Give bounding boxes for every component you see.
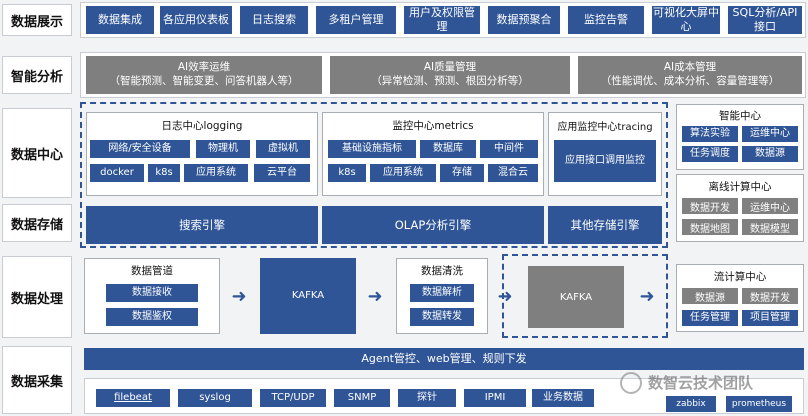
offline-item-ops[interactable]: 运维中心 [742, 198, 798, 214]
row-label-storage: 数据存储 [2, 204, 72, 242]
watermark-text: 数智云技术团队 [648, 374, 754, 392]
smart-center-title: 智能中心 [719, 110, 761, 122]
logging-item-docker[interactable]: docker [90, 164, 144, 182]
offline-item-dev[interactable]: 数据开发 [682, 198, 738, 214]
collect-item-syslog[interactable]: syslog [178, 389, 252, 407]
display-item-data-integration[interactable]: 数据集成 [86, 6, 154, 34]
pipeline-item-auth[interactable]: 数据鉴权 [106, 308, 198, 326]
logging-title: 日志中心logging [161, 120, 243, 132]
tracing-title: 应用监控中心tracing [557, 122, 653, 133]
logging-item-physical[interactable]: 物理机 [196, 140, 250, 158]
display-item-multi-tenant[interactable]: 多租户管理 [316, 6, 396, 34]
intel-box-desc: （性能调优、成本分析、容量管理等） [600, 75, 780, 87]
display-item-dashboards[interactable]: 各应用仪表板 [160, 6, 232, 34]
offline-item-map[interactable]: 数据地图 [682, 219, 738, 235]
metrics-item-middleware[interactable]: 中间件 [480, 140, 538, 158]
metrics-item-infra[interactable]: 基础设施指标 [328, 140, 416, 158]
logging-item-k8s[interactable]: k8s [148, 164, 180, 182]
metrics-title: 监控中心metrics [392, 120, 474, 132]
collect-item-probe[interactable]: 探针 [398, 389, 456, 407]
display-item-alerting[interactable]: 监控告警 [568, 6, 644, 34]
smart-item-schedule[interactable]: 任务调度 [682, 146, 738, 162]
center-storage-area [80, 102, 668, 248]
row-label-process: 数据处理 [2, 256, 72, 338]
display-item-pre-aggregation[interactable]: 数据预聚合 [488, 6, 560, 34]
collect-item-business[interactable]: 业务数据 [532, 389, 594, 407]
metrics-item-hybrid-cloud[interactable]: 混合云 [488, 164, 538, 182]
logging-item-vm[interactable]: 虚拟机 [256, 140, 310, 158]
intel-box-desc: （智能预测、智能变更、问答机器人等） [109, 75, 299, 87]
stream-item-task[interactable]: 任务管理 [682, 310, 738, 326]
clean-title: 数据清洗 [421, 265, 463, 277]
storage-search-engine[interactable]: 搜索引擎 [86, 206, 318, 244]
collect-agent-bar[interactable]: Agent管控、web管理、规则下发 [84, 348, 804, 370]
tracing-item-api-monitor[interactable]: 应用接口调用监控 [554, 140, 656, 182]
offline-item-model[interactable]: 数据模型 [742, 219, 798, 235]
intel-box-cost[interactable]: AI成本管理 （性能调优、成本分析、容量管理等） [578, 56, 802, 94]
smart-item-datasource[interactable]: 数据源 [742, 146, 798, 162]
row-label-intel: 智能分析 [2, 56, 72, 94]
storage-olap-engine[interactable]: OLAP分析引擎 [322, 206, 544, 244]
display-item-sql-api[interactable]: SQL分析/API接口 [728, 6, 802, 34]
display-item-log-search[interactable]: 日志搜索 [240, 6, 308, 34]
collect-item-snmp[interactable]: SNMP [334, 389, 390, 407]
intel-box-title: AI成本管理 [663, 61, 717, 74]
collect-item-tcpudp[interactable]: TCP/UDP [260, 389, 326, 407]
intel-box-desc: （异常检测、预测、根因分析等） [371, 75, 529, 87]
collect-item-zabbix[interactable]: zabbix [666, 396, 716, 412]
intel-box-title: AI质量管理 [423, 61, 477, 74]
arrow-right-icon: ➜ [497, 285, 513, 307]
metrics-item-k8s[interactable]: k8s [328, 164, 366, 182]
intel-box-title: AI效率运维 [177, 61, 231, 74]
row-label-collect: 数据采集 [2, 346, 72, 414]
intel-box-efficiency[interactable]: AI效率运维 （智能预测、智能变更、问答机器人等） [86, 56, 322, 94]
storage-other-engine[interactable]: 其他存储引擎 [548, 206, 662, 244]
clean-item-forward[interactable]: 数据转发 [410, 308, 474, 326]
intel-box-quality[interactable]: AI质量管理 （异常检测、预测、根因分析等） [330, 56, 570, 94]
logging-item-network[interactable]: 网络/安全设备 [90, 140, 190, 158]
collect-item-prometheus[interactable]: prometheus [726, 396, 792, 412]
metrics-item-storage[interactable]: 存储 [440, 164, 484, 182]
logging-item-app[interactable]: 应用系统 [184, 164, 248, 182]
collect-item-filebeat[interactable]: filebeat [96, 389, 170, 407]
stream-item-dev[interactable]: 数据开发 [742, 288, 798, 304]
arrow-right-icon: ➜ [231, 285, 247, 307]
watermark-icon [620, 372, 642, 394]
logging-item-cloud[interactable]: 云平台 [254, 164, 310, 182]
clean-item-parse[interactable]: 数据解析 [410, 284, 474, 302]
pipeline-item-receive[interactable]: 数据接收 [106, 284, 198, 302]
stream-item-project[interactable]: 项目管理 [742, 310, 798, 326]
row-label-display: 数据展示 [2, 4, 72, 36]
kafka-box-2[interactable]: KAFKA [528, 266, 624, 328]
arrow-right-icon: ➜ [639, 285, 655, 307]
offline-center-title: 离线计算中心 [708, 181, 772, 193]
pipeline-title: 数据管道 [131, 265, 173, 277]
stream-item-datasource[interactable]: 数据源 [682, 288, 738, 304]
kafka-box-1[interactable]: KAFKA [260, 258, 356, 334]
display-item-user-permission[interactable]: 用户及权限管理 [404, 6, 480, 34]
metrics-item-app[interactable]: 应用系统 [370, 164, 436, 182]
stream-center-title: 流计算中心 [713, 271, 767, 283]
smart-item-algo[interactable]: 算法实验 [682, 126, 738, 142]
arrow-right-icon: ➜ [367, 285, 383, 307]
kafka-dashed-area [502, 254, 668, 338]
metrics-item-db[interactable]: 数据库 [420, 140, 476, 158]
display-item-big-screen[interactable]: 可视化大屏中心 [652, 6, 720, 34]
smart-item-ops[interactable]: 运维中心 [742, 126, 798, 142]
row-label-center: 数据中心 [2, 108, 72, 198]
collect-item-ipmi[interactable]: IPMI [464, 389, 526, 407]
